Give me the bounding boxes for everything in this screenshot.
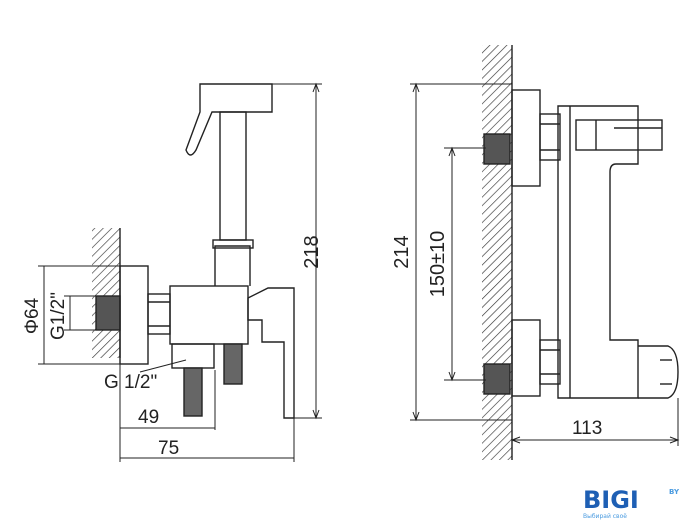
right-nut-top xyxy=(539,113,561,161)
left-hose xyxy=(183,367,203,417)
left-nut xyxy=(147,293,171,335)
left-mixer-body xyxy=(169,285,249,345)
left-holder-arm xyxy=(214,245,251,286)
brand-logo-text: BIGI xyxy=(583,486,639,514)
right-view xyxy=(410,45,680,460)
right-nut-bottom xyxy=(539,339,561,385)
left-wall-hatch xyxy=(92,228,120,358)
left-escutcheon xyxy=(119,265,149,365)
left-view xyxy=(38,82,322,462)
brand-logo-suffix: BY xyxy=(669,488,680,496)
left-dim-phi64-label: Φ64 xyxy=(22,297,43,334)
left-inlet-thread xyxy=(95,295,121,331)
left-dim-outlet-label: G 1/2" xyxy=(104,372,157,393)
right-dim-214-label: 214 xyxy=(391,235,413,268)
left-shower-rod xyxy=(219,111,247,241)
left-dim-218-label: 218 xyxy=(301,235,323,268)
right-mixer-body xyxy=(557,105,639,399)
brand-logo: BIGI BY Выбирай своё xyxy=(583,486,680,520)
brand-logo-tagline: Выбирай своё xyxy=(583,513,627,520)
right-inlet-bottom xyxy=(483,363,511,395)
left-view-labels: 218 Φ64 G1/2" G 1/2" 49 75 xyxy=(22,235,323,459)
left-outlet-nut xyxy=(171,343,215,369)
right-view-labels: 214 150±10 113 xyxy=(391,231,602,439)
right-dim-113-label: 113 xyxy=(572,418,602,439)
left-hand-shower xyxy=(185,83,273,156)
right-outlet xyxy=(638,345,679,399)
left-dim-49-label: 49 xyxy=(138,407,159,428)
left-hose-2 xyxy=(223,343,243,385)
right-escutcheon-top xyxy=(511,89,541,187)
right-escutcheon-bottom xyxy=(511,319,541,397)
left-dim-75-label: 75 xyxy=(158,438,179,459)
left-dim-outlet-leader xyxy=(139,359,187,373)
right-dim-150-label: 150±10 xyxy=(427,231,449,298)
right-handle-top xyxy=(575,119,663,151)
left-dim-g12-label: G1/2" xyxy=(48,292,69,340)
right-inlet-top xyxy=(483,133,511,165)
left-lever xyxy=(247,287,295,419)
right-wall-hatch xyxy=(482,45,512,460)
